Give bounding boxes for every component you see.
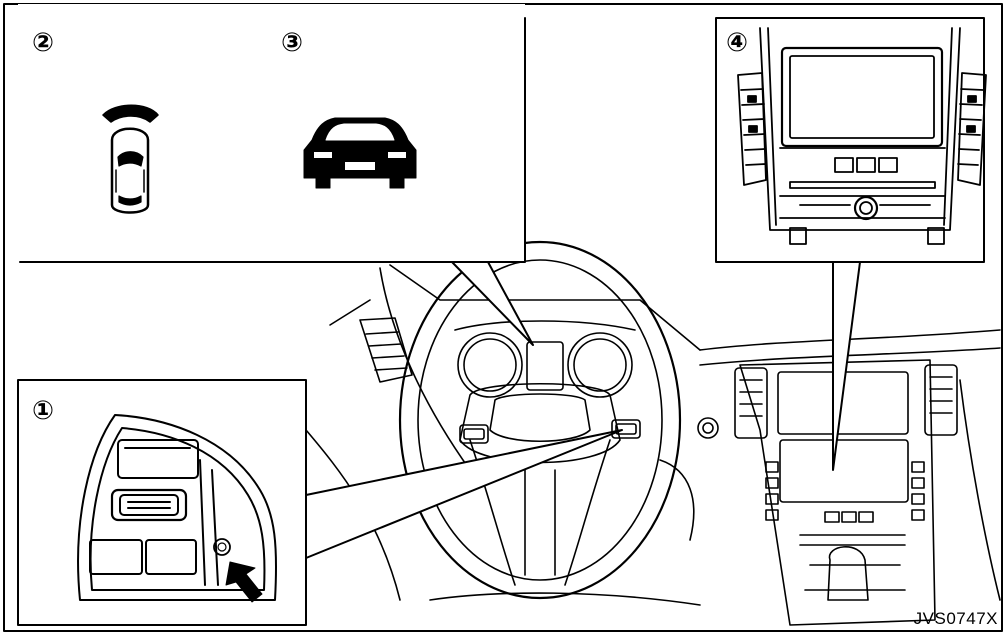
- callout-sonar-display: ②: [32, 30, 54, 56]
- figure-code: JVS0747X: [914, 609, 998, 629]
- panel-top-left: [4, 4, 525, 262]
- callout-steering-switch: ①: [32, 398, 54, 424]
- rear-view-car-icon: [304, 118, 416, 188]
- callout-center-display: ④: [726, 30, 748, 56]
- callout-vehicle-ahead-display: ③: [281, 30, 303, 56]
